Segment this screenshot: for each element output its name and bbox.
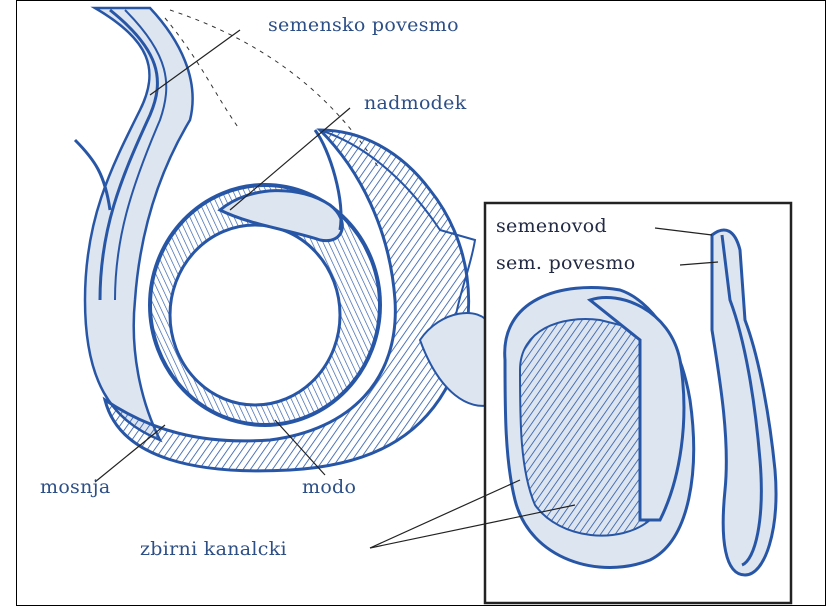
label-mosnja: mosnja	[40, 476, 110, 498]
label-sem-povesmo: sem. povesmo	[496, 252, 635, 274]
label-nadmodek: nadmodek	[364, 92, 467, 114]
label-zbirni-kanalcki: zbirni kanalcki	[140, 538, 287, 560]
label-semenovod: semenovod	[496, 215, 607, 237]
label-semensko-povesmo: semensko povesmo	[268, 14, 459, 36]
label-modo: modo	[302, 476, 356, 498]
